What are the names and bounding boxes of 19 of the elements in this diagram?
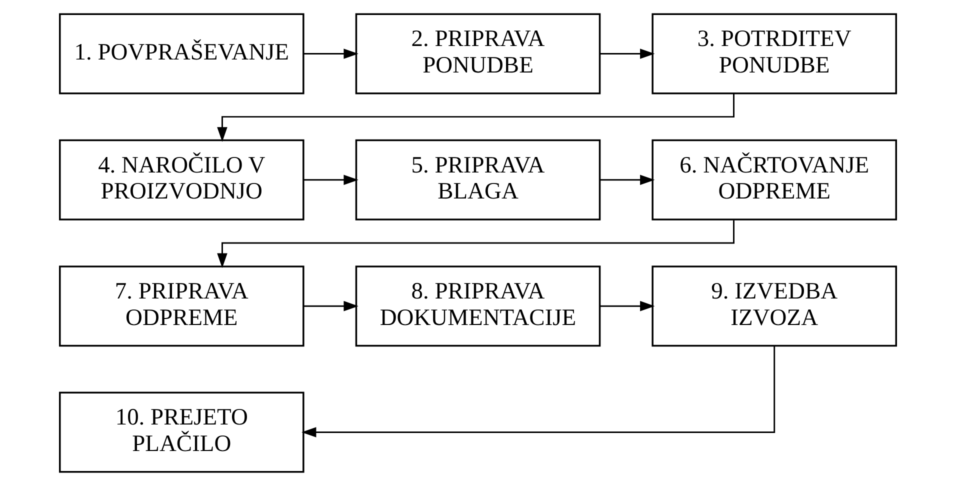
node-box: 2. PRIPRAVA PONUDBE <box>354 13 600 94</box>
arrow <box>599 48 654 59</box>
arrow <box>216 220 734 268</box>
node-box: 6. NAČRTOVANJE ODPREME <box>651 139 896 220</box>
node-box: 5. PRIPRAVA BLAGA <box>354 139 600 220</box>
node-box: 3. POTRDITEV PONUDBE <box>651 13 896 94</box>
arrow <box>302 300 358 312</box>
node-box: 1. POVPRAŠEVANJE <box>58 13 304 94</box>
arrow <box>599 174 654 186</box>
node-box: 7. PRIPRAVA ODPREME <box>58 266 304 347</box>
node-box: 9. IZVEDBA IZVOZA <box>651 266 896 347</box>
arrow <box>599 300 654 312</box>
node-box: 8. PRIPRAVA DOKUMENTACIJE <box>354 266 600 347</box>
node-box: 4. NAROČILO V PROIZVODNJO <box>58 139 304 220</box>
arrow <box>302 174 358 186</box>
arrow <box>301 346 775 438</box>
arrow <box>216 94 734 142</box>
arrow <box>302 48 358 59</box>
node-box: 10. PREJETO PLAČILO <box>58 392 304 473</box>
